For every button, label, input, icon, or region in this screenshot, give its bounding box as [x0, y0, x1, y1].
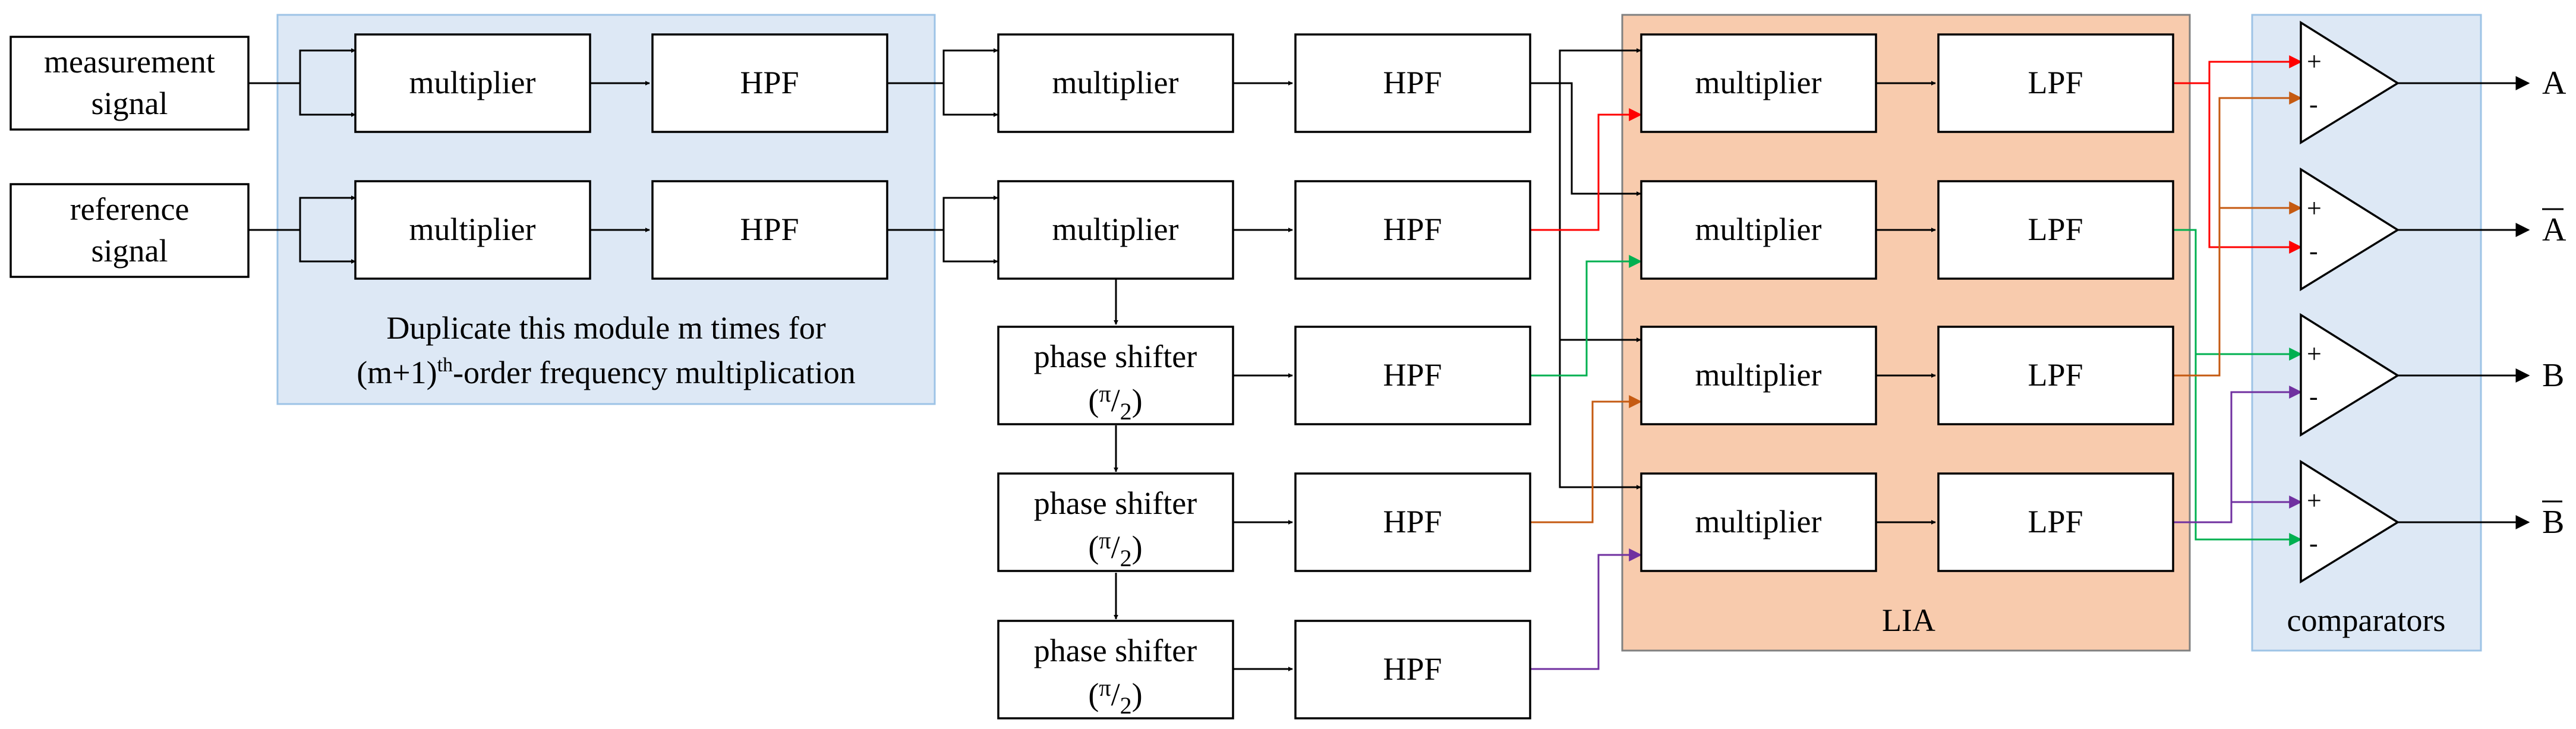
lpf-1: LPF: [1937, 33, 2174, 133]
svg-text:(π/2): (π/2): [1088, 527, 1142, 572]
module-hpf-2: HPF: [651, 180, 888, 280]
svg-text:HPF: HPF: [1383, 212, 1442, 247]
svg-text:HPF: HPF: [740, 212, 799, 247]
svg-text:LPF: LPF: [2028, 65, 2083, 100]
svg-text:LPF: LPF: [2028, 212, 2083, 247]
svg-text:-: -: [2309, 90, 2318, 119]
svg-text:LPF: LPF: [2028, 357, 2083, 393]
svg-text:phase shifter: phase shifter: [1034, 633, 1197, 668]
svg-text:reference: reference: [70, 191, 190, 227]
svg-text:HPF: HPF: [1383, 357, 1442, 393]
phase-shifter-3: phase shifter (π/2): [997, 620, 1234, 719]
comparator-a: + -: [2300, 20, 2400, 145]
svg-text:(π/2): (π/2): [1088, 674, 1142, 719]
hpf-3: HPF: [1294, 33, 1531, 133]
comparator-b: + -: [2300, 313, 2400, 437]
svg-text:+: +: [2307, 194, 2322, 223]
lia-multiplier-3: multiplier: [1640, 326, 1877, 425]
svg-text:HPF: HPF: [1383, 65, 1442, 100]
output-b: B: [2542, 357, 2564, 394]
svg-text:phase shifter: phase shifter: [1034, 485, 1197, 521]
hpf-4: HPF: [1294, 180, 1531, 280]
svg-text:HPF: HPF: [740, 65, 799, 100]
svg-text:+: +: [2307, 486, 2322, 515]
lpf-3: LPF: [1937, 326, 2174, 425]
measurement-signal-box: measurement signal: [10, 36, 250, 131]
comparators-label: comparators: [2287, 602, 2446, 638]
svg-text:multiplier: multiplier: [409, 65, 536, 100]
multiplier-4: multiplier: [997, 180, 1234, 280]
lia-label: LIA: [1882, 602, 1935, 638]
svg-text:measurement: measurement: [44, 44, 215, 80]
comparators-region: comparators: [2251, 14, 2482, 652]
svg-text:signal: signal: [92, 233, 168, 269]
reference-signal-box: reference signal: [10, 183, 250, 278]
hpf-7: HPF: [1294, 620, 1531, 719]
module-caption-line1: Duplicate this module m times for: [386, 310, 825, 346]
lia-multiplier-1: multiplier: [1640, 33, 1877, 133]
module-multiplier-1: multiplier: [354, 33, 591, 133]
colored-wiring: [1530, 55, 2303, 670]
svg-text:-: -: [2309, 382, 2318, 411]
svg-text:+: +: [2307, 339, 2322, 368]
multiplier-3: multiplier: [997, 33, 1234, 133]
output-a-bar-label: A: [2542, 212, 2566, 248]
hpf-5: HPF: [1294, 326, 1531, 425]
svg-text:multiplier: multiplier: [1052, 65, 1179, 100]
lia-multiplier-4: multiplier: [1640, 472, 1877, 572]
module-caption-line2: (m+1)th-order frequency multiplication: [357, 354, 856, 390]
output-b-bar-label: B: [2542, 504, 2564, 541]
svg-text:LPF: LPF: [2028, 504, 2083, 539]
output-b-bar: B: [2542, 500, 2564, 541]
comparator-a-bar: + -: [2300, 167, 2400, 292]
module-hpf-1: HPF: [651, 33, 888, 133]
svg-text:signal: signal: [92, 86, 168, 121]
svg-text:-: -: [2309, 529, 2318, 558]
svg-text:+: +: [2307, 47, 2322, 76]
phase-shifter-2: phase shifter (π/2): [997, 472, 1234, 572]
svg-text:multiplier: multiplier: [1695, 357, 1822, 393]
svg-text:HPF: HPF: [1383, 651, 1442, 687]
black-wiring: [248, 48, 2530, 671]
lia-multiplier-2: multiplier: [1640, 180, 1877, 280]
svg-text:HPF: HPF: [1383, 504, 1442, 539]
comparators-background: [2251, 14, 2482, 652]
output-a: A: [2542, 65, 2566, 102]
lpf-4: LPF: [1937, 472, 2174, 572]
svg-text:multiplier: multiplier: [1695, 504, 1822, 539]
hpf-6: HPF: [1294, 472, 1531, 572]
svg-text:multiplier: multiplier: [1695, 65, 1822, 100]
lpf-2: LPF: [1937, 180, 2174, 280]
svg-text:-: -: [2309, 236, 2318, 266]
svg-text:multiplier: multiplier: [1052, 212, 1179, 247]
phase-shifter-1: phase shifter (π/2): [997, 326, 1234, 425]
svg-text:phase shifter: phase shifter: [1034, 339, 1197, 374]
svg-text:multiplier: multiplier: [409, 212, 536, 247]
comparator-b-bar: + -: [2300, 459, 2400, 584]
svg-text:(π/2): (π/2): [1088, 380, 1142, 425]
output-a-bar: A: [2542, 208, 2566, 248]
svg-text:multiplier: multiplier: [1695, 212, 1822, 247]
module-multiplier-2: multiplier: [354, 180, 591, 280]
